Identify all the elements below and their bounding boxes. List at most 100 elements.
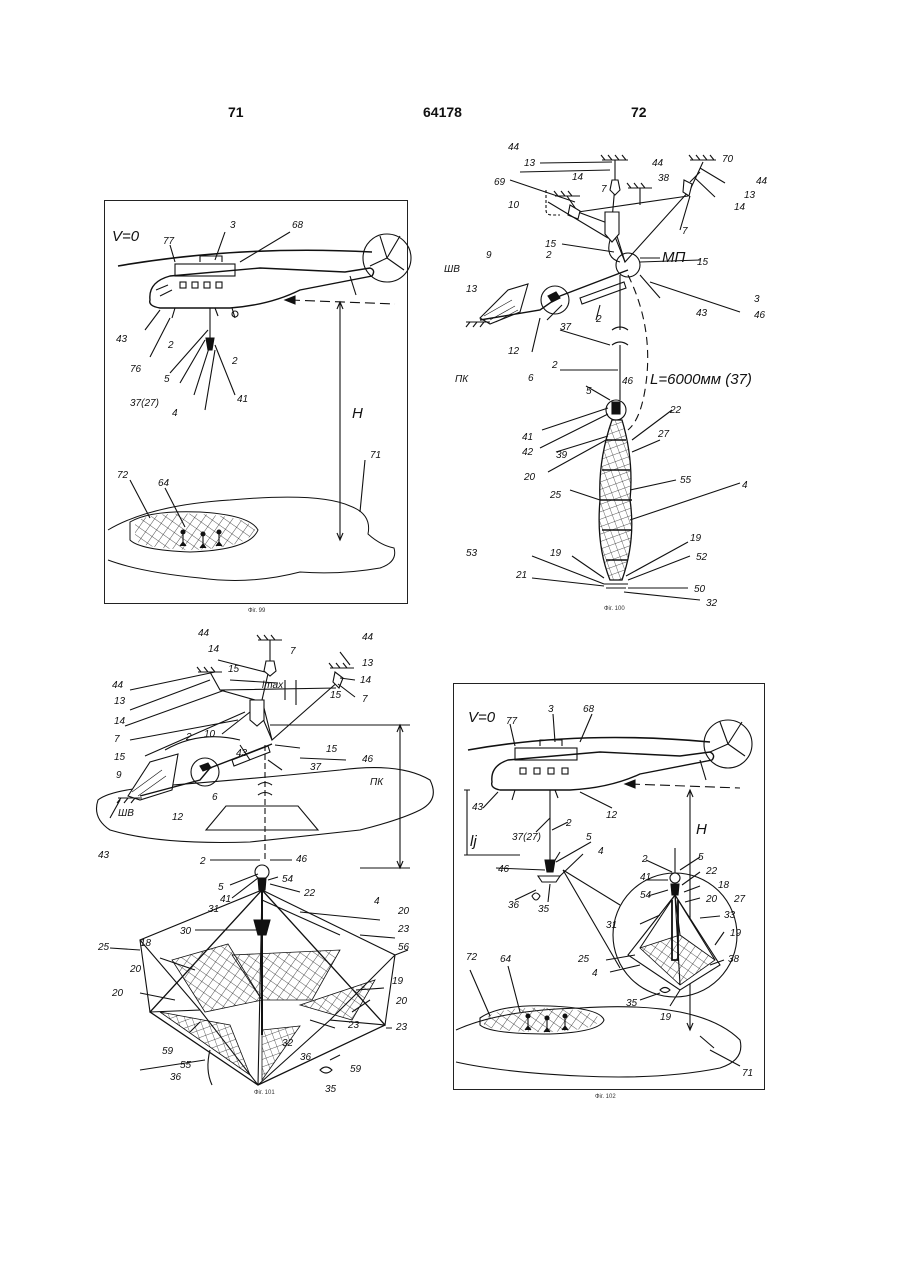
fig101-label: 23 [397,924,410,935]
fig99-caption: Фiг. 99 [248,608,266,614]
fig100-label: 13 [744,190,756,201]
fig102-label: 36 [508,900,520,911]
fig100-label: 38 [658,173,670,184]
fig100-label: 14 [734,202,746,213]
fig99-label: 43 [116,334,128,345]
fig100-label: 15 [697,257,709,268]
fig100-label: 14 [572,172,584,183]
fig101-label: 23 [347,1020,360,1031]
fig101-lmax: lmax [262,680,284,691]
fig101-label: 46 [296,854,308,865]
fig100-label: 2 [545,250,552,261]
fig101-label: 15 [326,744,338,755]
fig99-label: 76 [130,364,142,375]
fig101-label: 14 [360,675,372,686]
fig102-label: 77 [506,716,518,727]
fig101-label: 35 [325,1084,337,1095]
fig100-label: 43 [696,308,708,319]
fig99-speed: V=0 [112,228,140,245]
fig101-label: 44 [362,632,374,643]
fig102-label: 31 [606,920,617,931]
fig100-label: 41 [522,432,533,443]
fig101-caption: Фiг. 101 [254,1090,275,1096]
fig102-label: 33 [724,910,736,921]
fig101-label: 36 [170,1072,182,1083]
fig100-label: 15 [545,239,557,250]
fig101-label: 37 [310,762,322,773]
fig100-label: 10 [508,200,520,211]
fig101-label: 54 [282,874,294,885]
fig102-label: 38 [728,954,740,965]
fig100-label: 32 [706,598,718,609]
fig99-label: 71 [370,450,381,461]
fig101-label: 5 [218,882,224,893]
fig100-label: 9 [486,250,492,261]
fig101-label: 32 [282,1038,294,1049]
fig101-label: 46 [362,754,374,765]
fig100-label: 46 [622,376,634,387]
fig101-label: 43 [236,748,248,759]
fig101-label: 14 [208,644,220,655]
fig101-label: ПК [370,777,384,788]
fig99-label: 72 [117,470,129,481]
fig102-label: 12 [606,810,618,821]
fig100-label: 19 [550,548,562,559]
fig101-label: 56 [398,942,410,953]
fig102-labels: V=0 H lj 3 68 77 43 12 37(27) 2 5 46 4 3… [466,704,753,1100]
fig102-label: 20 [705,894,718,905]
fig101-label: 30 [180,926,192,937]
fig99-label: 5 [164,374,170,385]
fig100-label: 7 [601,184,607,195]
fig102-label: 43 [472,802,484,813]
fig102-speed: V=0 [468,709,496,726]
fig102-label: 54 [640,890,652,901]
fig100-label: 19 [690,533,702,544]
fig100-label: 27 [657,429,670,440]
fig101-label: 55 [180,1060,192,1071]
fig101-label: 14 [114,716,126,727]
fig101-drawing [97,635,434,1085]
fig101-label: 9 [116,770,122,781]
fig101-label: 20 [111,988,124,999]
fig100-label: 6 [528,373,534,384]
fig100-label: 44 [508,142,520,153]
fig102-label: 41 [640,872,651,883]
fig101-label: 20 [395,996,408,1007]
fig102-label: 71 [742,1068,753,1079]
fig101-label: 10 [204,729,216,740]
fig100-label: 70 [722,154,734,165]
fig102-label: 4 [598,846,604,857]
fig100-length-note: L=6000мм (37) [650,371,752,388]
fig101-label: ШВ [118,808,134,819]
fig102-label: 22 [705,866,718,877]
fig100-label: 3 [754,294,760,305]
fig101-label: 25 [97,942,110,953]
fig99-label: 64 [158,478,170,489]
fig99-label: 68 [292,220,304,231]
fig100-label: 37 [560,322,572,333]
fig102-caption: Фiг. 102 [595,1094,616,1100]
fig100-label: 25 [549,490,562,501]
fig101-label: 7 [290,646,296,657]
fig101-label: 20 [129,964,142,975]
fig101-label: 31 [208,904,219,915]
fig102-label: 35 [626,998,638,1009]
fig102-label: 25 [577,954,590,965]
fig102-label: 5 [586,832,592,843]
fig100-label: 4 [742,480,748,491]
fig101-label: 22 [303,888,316,899]
fig102-label: 68 [583,704,595,715]
fig102-lj: lj [470,833,477,850]
fig100-label: 46 [754,310,766,321]
fig101-label: 44 [198,628,210,639]
fig101-label: 2 [199,856,206,867]
fig101-label: 18 [140,938,152,949]
fig101-label: 59 [162,1046,174,1057]
fig102-label: 72 [466,952,478,963]
fig101-label: 36 [300,1052,312,1063]
fig102-label: 2 [641,854,648,865]
fig101-label: 13 [362,658,374,669]
fig100-label: 2 [551,360,558,371]
